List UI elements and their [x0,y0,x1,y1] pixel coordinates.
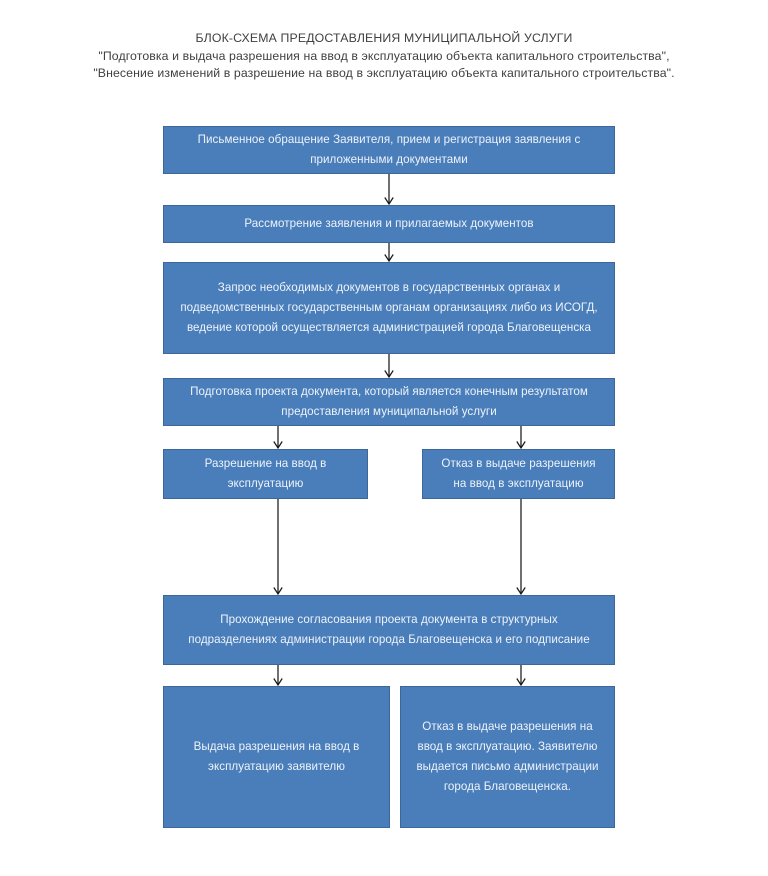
flow-arrow-n1-to-n2 [381,174,397,206]
flow-node-approval-signing[interactable]: Прохождение согласования проекта докумен… [163,595,615,665]
flow-node-label: Запрос необходимых документов в государс… [180,281,598,334]
flow-node-label: Отказ в выдаче разрешения на ввод в эксп… [441,457,596,490]
flow-node-label: Разрешение на ввод в эксплуатацию [204,457,327,490]
flow-node-permit-granted[interactable]: Разрешение на ввод в эксплуатацию [163,449,368,499]
flow-arrow-n4-to-n6 [513,426,529,450]
flow-arrow-n4-to-n5 [270,426,286,450]
flow-arrow-n2-to-n3 [381,243,397,263]
flow-node-permit-refused[interactable]: Отказ в выдаче разрешения на ввод в эксп… [422,449,615,499]
flow-arrow-n3-to-n4 [381,354,397,379]
flow-node-issue-permit[interactable]: Выдача разрешения на ввод в эксплуатацию… [163,686,390,828]
flow-arrow-n5-to-n7 [270,499,286,596]
page-title: БЛОК-СХЕМА ПРЕДОСТАВЛЕНИЯ МУНИЦИПАЛЬНОЙ … [64,30,704,83]
flow-node-written-application[interactable]: Письменное обращение Заявителя, прием и … [163,126,615,174]
flow-node-refusal-letter[interactable]: Отказ в выдаче разрешения на ввод в эксп… [400,686,615,828]
title-line-2: "Подготовка и выдача разрешения на ввод … [98,48,670,63]
flow-arrow-n7-to-n8 [270,665,286,687]
title-line-3: "Внесение изменений в разрешение на ввод… [93,66,675,80]
flow-arrow-n6-to-n7 [513,499,529,596]
flow-node-label: Отказ в выдаче разрешения на ввод в эксп… [416,720,599,793]
title-line-1: БЛОК-СХЕМА ПРЕДОСТАВЛЕНИЯ МУНИЦИПАЛЬНОЙ … [195,31,573,45]
flow-node-label: Прохождение согласования проекта докумен… [188,613,590,646]
flow-node-review-application[interactable]: Рассмотрение заявления и прилагаемых док… [163,205,615,243]
flow-node-prepare-draft[interactable]: Подготовка проекта документа, который яв… [163,378,615,426]
flow-arrow-n7-to-n9 [513,665,529,687]
flow-node-label: Рассмотрение заявления и прилагаемых док… [244,217,534,230]
flow-node-label: Письменное обращение Заявителя, прием и … [197,133,581,166]
flow-node-label: Выдача разрешения на ввод в эксплуатацию… [193,740,360,773]
flow-node-request-documents[interactable]: Запрос необходимых документов в государс… [163,262,615,354]
flow-node-label: Подготовка проекта документа, который яв… [190,385,588,418]
